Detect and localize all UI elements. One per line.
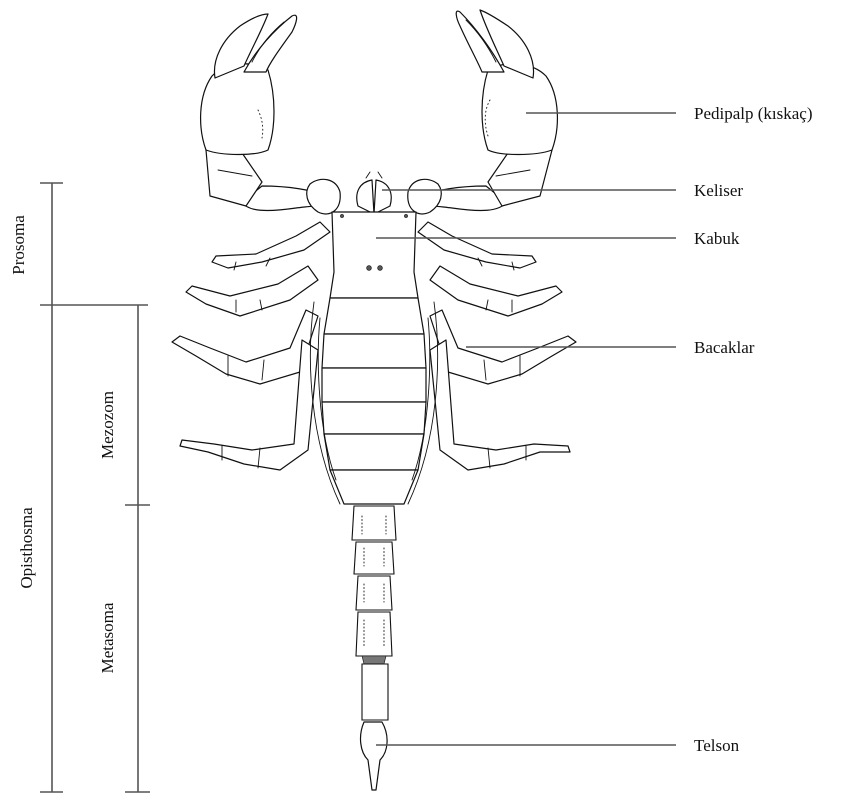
region-brackets <box>40 183 150 792</box>
label-metasoma: Metasoma <box>98 602 117 673</box>
right-coxa <box>408 179 441 214</box>
metasoma-segments <box>352 506 396 720</box>
right-pedipalp <box>414 10 557 210</box>
left-legs <box>172 222 330 470</box>
eye-left <box>367 266 372 271</box>
label-mezozom: Mezozom <box>98 391 117 459</box>
lateral-eye-right <box>404 214 407 217</box>
label-opisthosma: Opisthosma <box>17 507 36 589</box>
label-prosoma: Prosoma <box>9 215 28 275</box>
label-telson: Telson <box>694 736 740 755</box>
left-coxa <box>307 179 340 214</box>
lateral-eye-left <box>340 214 343 217</box>
label-keliser: Keliser <box>694 181 743 200</box>
right-legs <box>418 222 576 470</box>
label-bacaklar: Bacaklar <box>694 338 755 357</box>
carapace <box>330 212 418 298</box>
scorpion-illustration <box>172 10 576 790</box>
label-pedipalp: Pedipalp (kıskaç) <box>694 104 813 123</box>
mesosoma <box>310 298 437 504</box>
chelicerae <box>357 172 391 214</box>
telson-stinger <box>361 722 388 790</box>
label-kabuk: Kabuk <box>694 229 740 248</box>
eye-right <box>378 266 383 271</box>
